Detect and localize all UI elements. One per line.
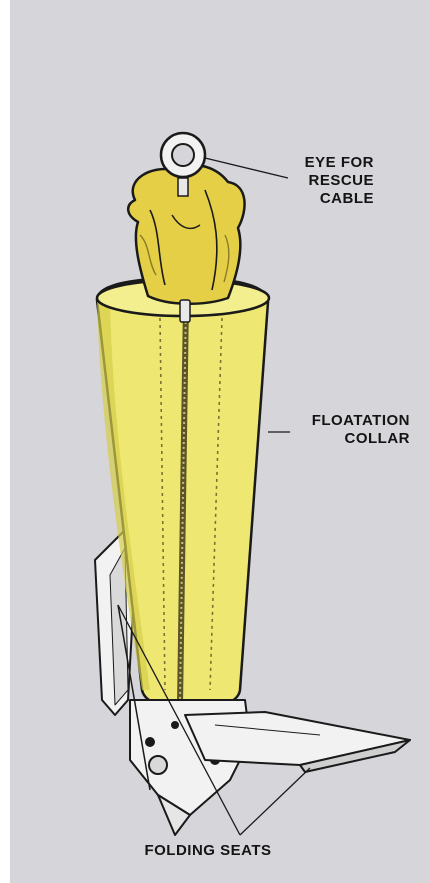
label-line: FLOATATION <box>288 412 410 430</box>
label-line: COLLAR <box>288 430 410 448</box>
seat-leader-line-right <box>240 768 310 835</box>
folding-seats-label: FOLDING SEATS <box>128 842 288 860</box>
label-line: RESCUE <box>270 172 374 190</box>
label-line: CABLE <box>270 190 374 208</box>
floatation-collar-label: FLOATATION COLLAR <box>288 412 410 448</box>
eye-for-rescue-cable-label: EYE FOR RESCUE CABLE <box>270 154 374 208</box>
label-line: FOLDING SEATS <box>128 842 288 860</box>
label-line: EYE FOR <box>270 154 374 172</box>
